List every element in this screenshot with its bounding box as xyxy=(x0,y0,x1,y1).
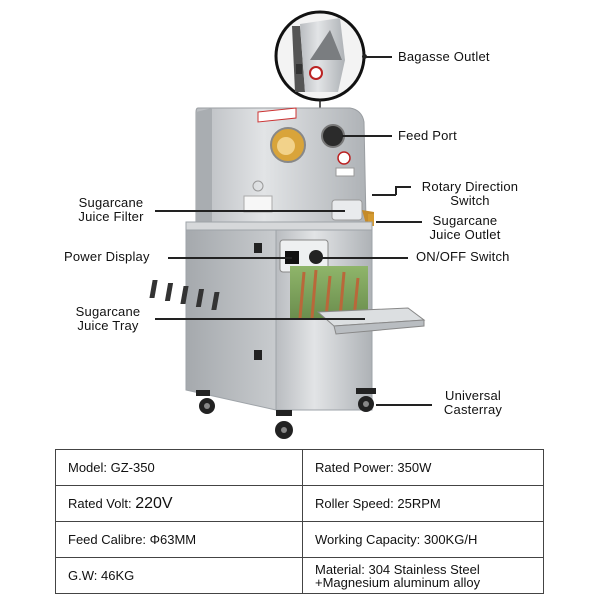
power-display-line xyxy=(168,257,292,259)
label-juice-filter-line1: Sugarcane xyxy=(78,195,144,210)
label-juice-filter: Sugarcane Juice Filter xyxy=(66,196,156,224)
rotary-switch-line-h1 xyxy=(372,194,396,196)
label-universal-caster: Universal Casterray xyxy=(430,389,516,417)
spec-material: Material: 304 Stainless Steel+Magnesium … xyxy=(302,557,544,594)
label-on-off-switch: ON/OFF Switch xyxy=(416,249,510,264)
label-juice-filter-line2: Juice Filter xyxy=(78,209,144,224)
label-rotary-line2: Switch xyxy=(450,193,490,208)
label-juice-outlet: Sugarcane Juice Outlet xyxy=(420,214,510,242)
spec-row: Rated Volt: 220V Roller Speed: 25RPM xyxy=(55,485,544,522)
feed-port-line xyxy=(342,135,392,137)
rotary-switch-line-v xyxy=(395,186,397,195)
casters xyxy=(196,388,376,439)
spec-model: Model: GZ-350 xyxy=(55,449,303,486)
spec-row: Model: GZ-350 Rated Power: 350W xyxy=(55,449,544,486)
label-juice-outlet-line2: Juice Outlet xyxy=(429,227,501,242)
label-rotary-direction-switch: Rotary Direction Switch xyxy=(412,180,528,208)
spec-material-line1: Material: 304 Stainless Steel xyxy=(315,561,480,577)
bagasse-outlet-dot xyxy=(362,54,367,59)
spec-roller-speed: Roller Speed: 25RPM xyxy=(302,485,544,522)
lower-cabinet xyxy=(149,221,426,411)
label-bagasse-outlet: Bagasse Outlet xyxy=(398,49,490,64)
spec-table: Model: GZ-350 Rated Power: 350W Rated Vo… xyxy=(55,449,544,594)
label-juice-tray-line1: Sugarcane xyxy=(75,304,141,319)
bagasse-outlet-inset xyxy=(274,10,366,108)
label-power-display: Power Display xyxy=(64,249,150,264)
spec-feed-calibre: Feed Calibre: Φ63MM xyxy=(55,521,303,558)
label-juice-tray: Sugarcane Juice Tray xyxy=(62,305,154,333)
juice-filter-line xyxy=(155,210,345,212)
on-off-switch-line xyxy=(318,257,408,259)
bagasse-outlet-line xyxy=(364,56,392,58)
spec-rated-power: Rated Power: 350W xyxy=(302,449,544,486)
label-caster-line2: Casterray xyxy=(443,402,503,417)
label-juice-outlet-line1: Sugarcane xyxy=(432,213,498,228)
label-juice-tray-line2: Juice Tray xyxy=(77,318,139,333)
label-feed-port: Feed Port xyxy=(398,128,457,143)
rotary-switch-line-h2 xyxy=(395,186,411,188)
spec-rated-volt: Rated Volt: 220V xyxy=(55,485,303,522)
spec-gw: G.W: 46KG xyxy=(55,557,303,594)
caster-line xyxy=(376,404,432,406)
spec-rated-volt-value: 220V xyxy=(135,495,173,512)
spec-row: Feed Calibre: Φ63MM Working Capacity: 30… xyxy=(55,521,544,558)
spec-rated-volt-label: Rated Volt: xyxy=(68,496,136,511)
label-rotary-line1: Rotary Direction xyxy=(421,179,519,194)
label-caster-line1: Universal xyxy=(445,388,501,403)
spec-row: G.W: 46KG Material: 304 Stainless Steel+… xyxy=(55,557,544,594)
spec-working-capacity: Working Capacity: 300KG/H xyxy=(302,521,544,558)
juice-tray-line xyxy=(155,318,365,320)
upper-housing xyxy=(195,107,374,226)
spec-material-line2: +Magnesium aluminum alloy xyxy=(315,574,481,590)
juice-outlet-line xyxy=(376,221,422,223)
